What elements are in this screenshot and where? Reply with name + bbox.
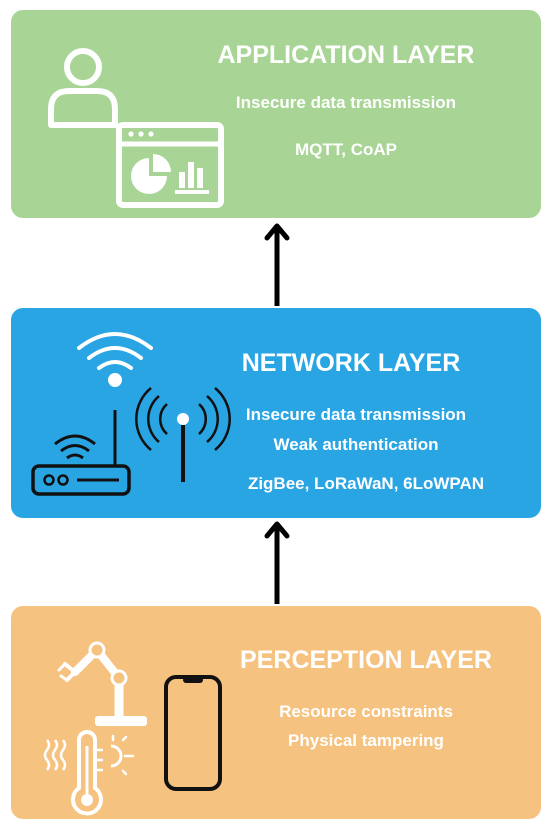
router-icon (31, 410, 131, 496)
dashboard-icon (116, 122, 224, 208)
perception-threat-label-2: Physical tampering (288, 731, 444, 750)
network-threat-label-1: Insecure data transmission (245, 405, 467, 424)
perception-layer-box: PERCEPTION LAYER Resource constraints Ph… (11, 606, 541, 819)
application-threat-label: Insecure data transmission (235, 93, 457, 112)
thermometer-icon (43, 730, 135, 816)
smartphone-icon (164, 675, 222, 791)
wifi-icon (77, 332, 153, 387)
network-layer-title: NETWORK LAYER (241, 349, 461, 377)
network-threat-label-2: Weak authentication (273, 435, 439, 454)
network-protocols-label: ZigBee, LoRaWaN, 6LoWPAN (247, 474, 485, 493)
user-icon (48, 48, 118, 128)
application-protocols-label: MQTT, CoAP (295, 140, 397, 159)
perception-layer-title: PERCEPTION LAYER (240, 646, 492, 674)
application-layer-title: APPLICATION LAYER (217, 41, 475, 69)
network-layer-box: NETWORK LAYER Insecure data transmission… (11, 308, 541, 518)
antenna-icon (135, 387, 231, 482)
application-layer-box: APPLICATION LAYER Insecure data transmis… (11, 10, 541, 218)
up-arrow-perception-to-network (264, 521, 290, 604)
robot-arm-icon (57, 641, 147, 726)
perception-threat-label-1: Resource constraints (279, 702, 453, 721)
up-arrow-network-to-application (264, 223, 290, 306)
